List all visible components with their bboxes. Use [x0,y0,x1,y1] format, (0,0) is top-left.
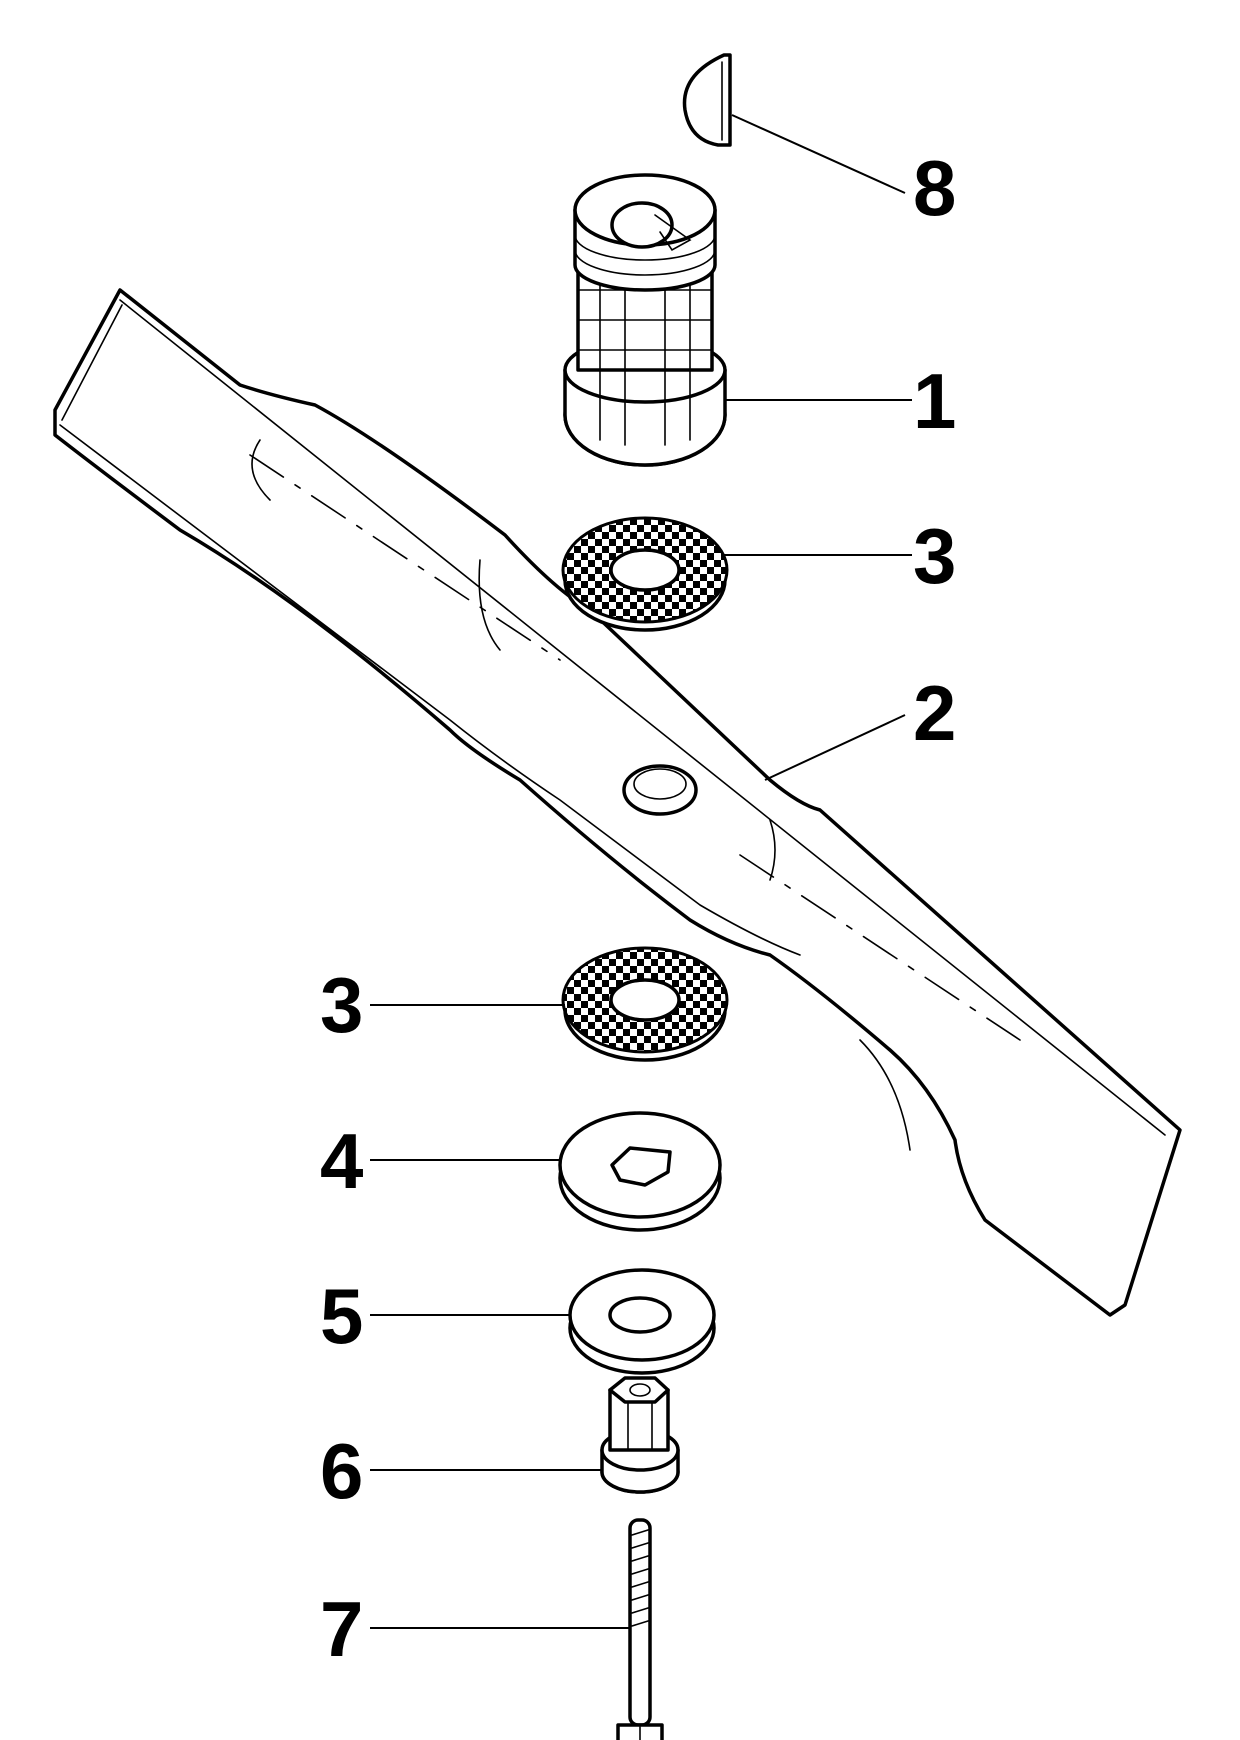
callout-4: 4 [320,1117,363,1205]
callout-7: 7 [320,1585,363,1673]
friction-washer-lower-part [561,946,729,1062]
callout-3-lower: 3 [320,961,363,1049]
callout-5: 5 [320,1272,363,1360]
bolt-part [616,1518,664,1740]
callout-6: 6 [320,1427,363,1515]
blade-adapter-part [563,173,727,467]
callout-3-upper: 3 [913,512,956,600]
friction-washer-upper-part [561,516,729,632]
flat-washer-part [568,1268,716,1375]
blade-part [53,288,1182,1317]
callout-2: 2 [913,669,956,757]
callout-1: 1 [913,357,956,445]
leader-line-8 [731,114,906,194]
spacer-bushing-part [600,1376,680,1494]
key-part [682,53,732,147]
leader-lines [370,114,912,1629]
callout-numbers: 8 1 3 2 3 4 5 6 7 [320,144,956,1673]
callout-8: 8 [913,144,956,232]
keyed-washer-part [558,1111,722,1232]
leader-line-2 [764,714,906,781]
